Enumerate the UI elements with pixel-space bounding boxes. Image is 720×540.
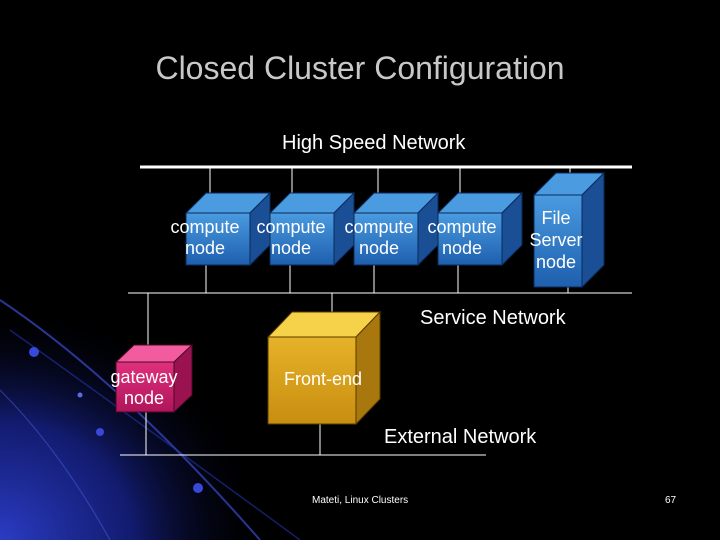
- compute-node-3-label: compute node: [340, 217, 418, 259]
- gateway-node: [114, 343, 194, 414]
- file-server-label: File Server node: [524, 207, 588, 273]
- front-end-node: [266, 310, 382, 426]
- compute-node-3: [352, 191, 440, 267]
- compute-node-label-line: node: [441, 238, 483, 258]
- service-network-label: Service Network: [420, 307, 566, 329]
- decorative-arc: [0, 389, 111, 540]
- high-speed-network-label: High Speed Network: [282, 132, 466, 154]
- file-server-node: [532, 171, 606, 289]
- footer-author: Mateti, Linux Clusters: [312, 495, 409, 506]
- compute-node-label-line: compute: [170, 217, 240, 237]
- compute-node-2-label: compute node: [252, 217, 330, 259]
- slide-number: 67: [665, 495, 677, 506]
- compute-node-2: [268, 191, 356, 267]
- gateway-label-line: gateway: [110, 367, 178, 387]
- decorative-dot: [96, 428, 104, 436]
- compute-node-label-line: compute: [344, 217, 414, 237]
- compute-node-label-line: compute: [427, 217, 497, 237]
- external-network-label: External Network: [384, 426, 537, 448]
- compute-node-1-label: compute node: [166, 217, 244, 259]
- front-end-label-line: Front-end: [283, 369, 363, 389]
- decorative-dot: [29, 347, 39, 357]
- file-server-label-line: node: [535, 252, 577, 272]
- file-server-label-line: File: [541, 208, 571, 228]
- gateway-label-line: node: [123, 388, 165, 408]
- slide-title: Closed Cluster Configuration: [155, 50, 565, 86]
- compute-node-1: [184, 191, 272, 267]
- front-end-node-label: Front-end: [268, 369, 378, 390]
- decorative-dot: [193, 483, 203, 493]
- compute-node-label-line: node: [184, 238, 226, 258]
- compute-node-4-label: compute node: [423, 217, 501, 259]
- compute-node-4: [436, 191, 524, 267]
- file-server-label-line: Server: [529, 230, 583, 250]
- gateway-node-label: gateway node: [106, 367, 182, 409]
- decorative-dot: [77, 392, 83, 398]
- compute-node-label-line: node: [358, 238, 400, 258]
- compute-node-label-line: node: [270, 238, 312, 258]
- compute-node-label-line: compute: [256, 217, 326, 237]
- decorative-arc: [9, 329, 301, 540]
